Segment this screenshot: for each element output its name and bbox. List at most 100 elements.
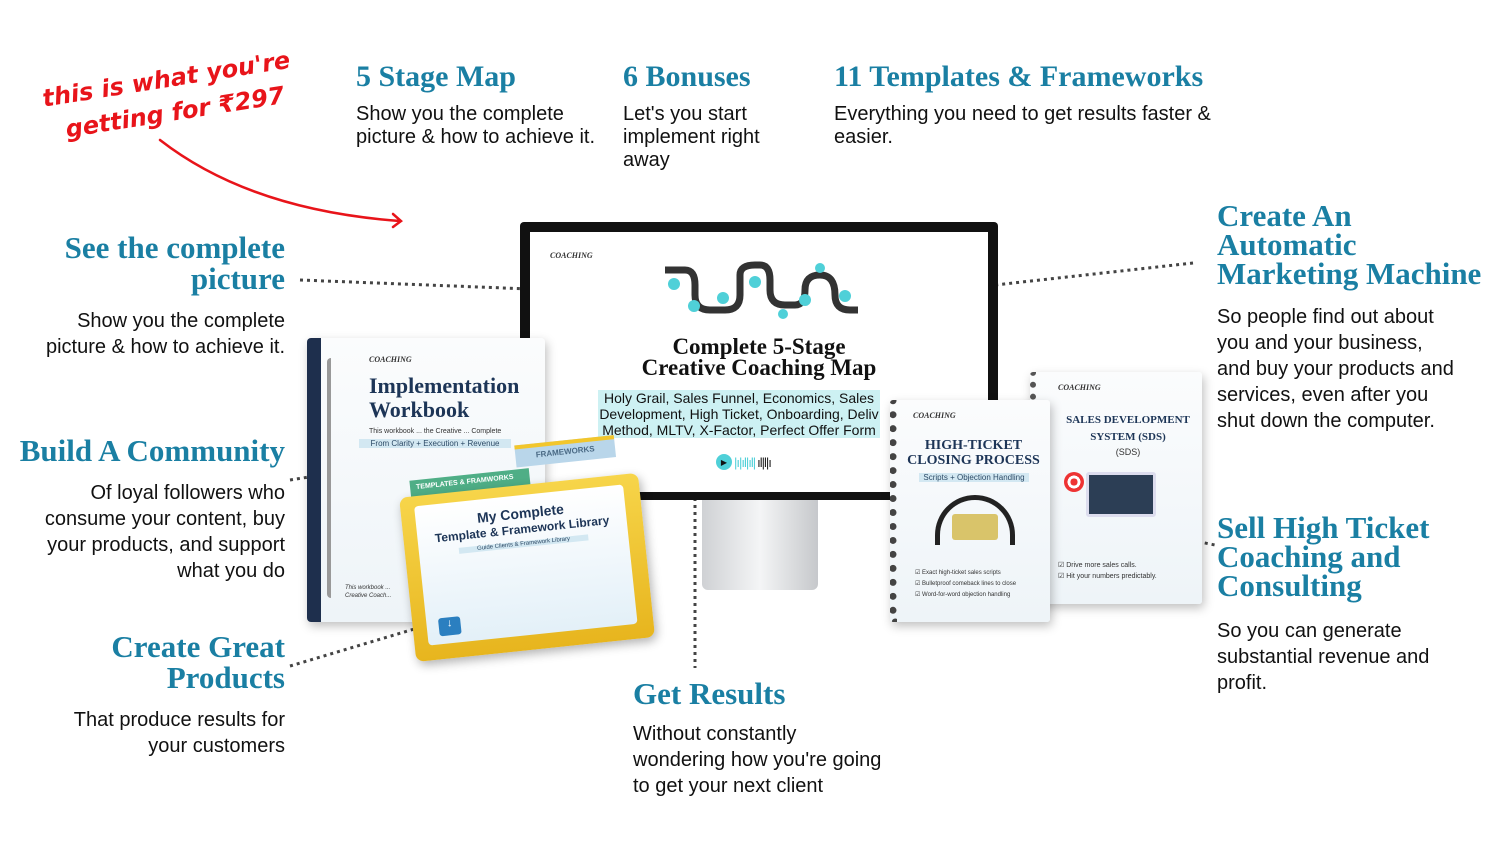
title-line: Implementation [369,373,520,398]
brand-logo: COACHING [550,252,593,260]
title-line: Create Great [111,629,285,664]
brand-text: COACHING [1058,383,1101,392]
bullet: ☑ Word-for-word objection handling [915,592,1011,598]
title-line: See the complete [64,230,285,265]
body-line: and buy your products and [1217,358,1454,380]
bullet: ☑ Exact high-ticket sales scripts [915,570,1001,576]
feature-bonuses: 6 Bonuses Let's you start implement righ… [623,60,793,172]
body-line: what you do [177,560,285,582]
body-line: consume your content, buy [44,508,285,530]
monitor-stand [702,500,818,590]
body-line: you and your business, [1217,332,1423,354]
template-library-folder: FRAMEWORKS TEMPLATES & FRAMWORKS My Comp… [395,433,656,662]
benefit-title: Get Results [633,676,786,711]
bullet-text: Drive more sales calls. [1066,562,1137,569]
bullet-text: Exact high-ticket sales scripts [922,570,1001,576]
body-line: That produce results for [73,709,285,731]
benefit-body: So you can generate substantial revenue a… [1217,618,1497,696]
title-line: Coaching and [1217,539,1401,574]
feature-body: Let's you start implement right away [623,102,760,171]
bullet-text: Word-for-word objection handling [922,592,1011,598]
benefit-body: So people find out about you and your bus… [1217,304,1497,434]
sds-bullets: ☑ Drive more sales calls.☑ Hit your numb… [1058,560,1157,582]
growth-chart-icon [1086,472,1156,517]
benefit-body: That produce results for your customers [0,707,285,759]
body-line: your customers [148,735,285,757]
title-line: Create An [1217,198,1352,233]
audio-player[interactable]: ▶ |ı|ıl|ıl|ıl|l|ı [716,454,772,470]
high-ticket-bullets: ☑ Exact high-ticket sales scripts ☑ Bulle… [915,568,1016,601]
body-line: So you can generate [1217,620,1402,642]
waveform-icon: |ı|ıl|ıl| [734,454,756,470]
body-line: So people find out about [1217,306,1434,328]
road-map-icon [665,261,858,319]
headset-money-icon [935,495,1015,545]
body-line: your products, and support [47,534,285,556]
bullet: ☑ Bulletproof comeback lines to close [915,581,1017,587]
body-line: Show you the complete [77,310,285,332]
topics-list: Holy Grail, Sales Funnel, Economics, Sal… [598,390,880,438]
title-line: Complete 5-Stage [672,334,846,359]
feature-stage-map: 5 Stage Map Show you the complete pictur… [356,60,596,149]
benefit-community: Build A Community Of loyal followers who… [0,435,285,584]
title-line: Consulting [1217,568,1362,603]
title-line: SYSTEM (SDS) [1090,431,1166,443]
brand-logo: COACHING [369,356,412,364]
body-line: profit. [1217,672,1268,694]
feature-title: 5 Stage Map [356,60,516,93]
feature-title: 6 Bonuses [623,60,751,93]
body-line: wondering how you're going [633,749,882,771]
body-line: services, even after you [1217,384,1429,406]
binder-rings [327,358,339,598]
feature-body: Show you the complete picture & how to a… [356,102,596,148]
body-line: Without constantly [633,723,797,745]
target-icon [1064,472,1084,492]
workbook-desc: This workbook ... the Creative ... Compl… [369,428,502,435]
download-icon: ↓ [437,616,462,637]
brand-logo: COACHING [913,412,956,420]
title-line: picture [190,261,285,296]
brand-text: COACHING [550,251,593,260]
sds-subtitle: (SDS) [1115,447,1141,457]
benefit-title: Build A Community [19,433,285,468]
workbook-subtitle: From Clarity + Execution + Revenue [359,439,511,448]
feature-title: 11 Templates & Frameworks [834,60,1204,93]
title-line: Creative Coaching Map [641,355,877,380]
body-line: Of loyal followers who [90,482,285,504]
title-line: Sell High Ticket [1217,510,1430,545]
bullet: ☑ Hit your numbers predictably. [1058,573,1157,580]
workbook-footer: This workbook ... Creative Coach... [345,585,392,599]
benefit-body: Of loyal followers who consume your conte… [0,480,285,584]
bullet-text: Bulletproof comeback lines to close [922,581,1017,587]
benefit-get-results: Get Results Without constantly wondering … [633,678,933,799]
play-icon[interactable]: ▶ [716,454,732,470]
body-line: substantial revenue and [1217,646,1430,668]
title-line: Automatic [1217,227,1357,262]
title-line: Workbook [369,397,470,422]
title-line: CLOSING PROCESS [907,453,1040,468]
waveform-icon: ıl|l|ı [757,454,772,470]
brand-text: COACHING [913,411,956,420]
benefit-body: Without constantly wondering how you're g… [633,721,933,799]
bullet-text: Hit your numbers predictably. [1066,573,1157,580]
feature-body: Everything you need to get results faste… [834,102,1211,148]
body-line: shut down the computer. [1217,410,1435,432]
feature-templates: 11 Templates & Frameworks Everything you… [834,60,1244,149]
title-line: Products [166,660,285,695]
